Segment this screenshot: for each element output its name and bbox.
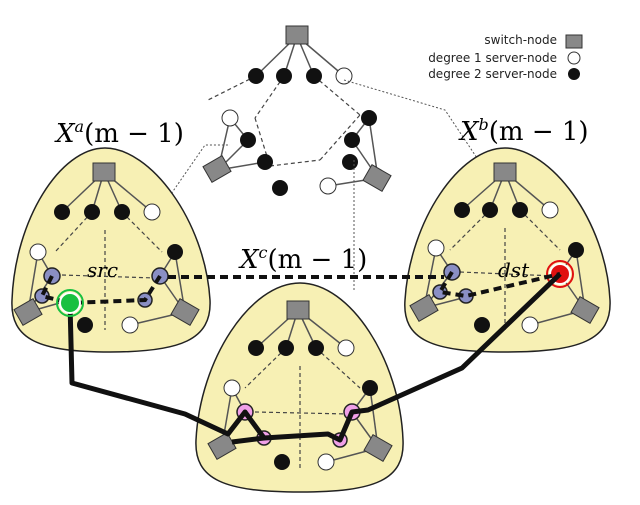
cluster-b xyxy=(404,147,611,353)
deg2-server-node xyxy=(274,454,290,470)
deg2-server-node xyxy=(362,380,378,396)
deg2-server-node xyxy=(342,154,358,170)
deg2-server-node xyxy=(482,202,498,218)
deg1-server-node xyxy=(121,316,139,334)
deg2-server-node xyxy=(248,340,264,356)
switch-node xyxy=(409,294,439,322)
deg1-server-node xyxy=(319,177,337,195)
legend-switch-icon xyxy=(565,34,583,49)
legend-deg2-label: degree 2 server-node xyxy=(428,67,557,81)
switch-node xyxy=(493,162,517,182)
legend-switch-label: switch-node xyxy=(484,33,557,47)
switch-node xyxy=(170,298,200,326)
deg2-server-node xyxy=(454,202,470,218)
deg2-server-node xyxy=(276,68,292,84)
top-hierarchy xyxy=(202,25,392,196)
deg2-server-node xyxy=(344,132,360,148)
switch-node xyxy=(285,25,309,45)
legend-deg1-label: degree 1 server-node xyxy=(428,51,557,65)
legend-deg1-icon xyxy=(567,51,581,65)
deg2-server-node xyxy=(84,204,100,220)
deg2-server-node xyxy=(512,202,528,218)
deg2-server-node xyxy=(361,110,377,126)
deg2-server-node xyxy=(240,132,256,148)
cluster-c-label: Xc(m − 1) xyxy=(238,243,367,275)
deg1-server-node xyxy=(337,339,355,357)
deg1-server-node xyxy=(223,379,241,397)
src-ring xyxy=(56,289,84,317)
deg2-server-node xyxy=(114,204,130,220)
legend: switch-node degree 1 server-node degree … xyxy=(428,33,583,81)
deg1-server-node xyxy=(427,239,445,257)
deg2-server-node xyxy=(248,68,264,84)
cluster-b-label: Xb(m − 1) xyxy=(458,115,589,147)
deg1-server-node xyxy=(143,203,161,221)
switch-node xyxy=(13,298,43,326)
deg2-server-node xyxy=(54,204,70,220)
src-label: src xyxy=(87,258,118,282)
switch-node xyxy=(207,432,237,460)
cluster-a-label: Xa(m − 1) xyxy=(54,117,184,149)
deg1-server-node xyxy=(541,201,559,219)
deg1-server-node xyxy=(29,243,47,261)
src-node xyxy=(59,292,81,314)
deg1-server-node xyxy=(335,67,353,85)
switch-node xyxy=(362,164,392,192)
deg2-server-node xyxy=(278,340,294,356)
switch-node xyxy=(363,434,393,462)
switch-node xyxy=(92,162,116,182)
deg2-server-node xyxy=(568,242,584,258)
dst-ring xyxy=(546,260,574,288)
switch-node xyxy=(202,155,232,183)
cluster-c xyxy=(195,282,404,493)
deg2-server-node xyxy=(306,68,322,84)
deg1-server-node xyxy=(521,316,539,334)
deg2-server-node xyxy=(474,317,490,333)
deg2-server-node xyxy=(167,244,183,260)
deg2-server-node xyxy=(272,180,288,196)
deg2-server-node xyxy=(77,317,93,333)
deg2-server-node xyxy=(257,154,273,170)
switch-node xyxy=(570,296,600,324)
deg1-server-node xyxy=(221,109,239,127)
cluster-a xyxy=(11,147,211,353)
deg1-server-node xyxy=(317,453,335,471)
solid-routing-path xyxy=(67,272,562,445)
legend-deg2-icon xyxy=(568,68,580,80)
deg2-server-node xyxy=(308,340,324,356)
switch-node xyxy=(286,300,310,320)
dst-label: dst xyxy=(498,258,530,282)
